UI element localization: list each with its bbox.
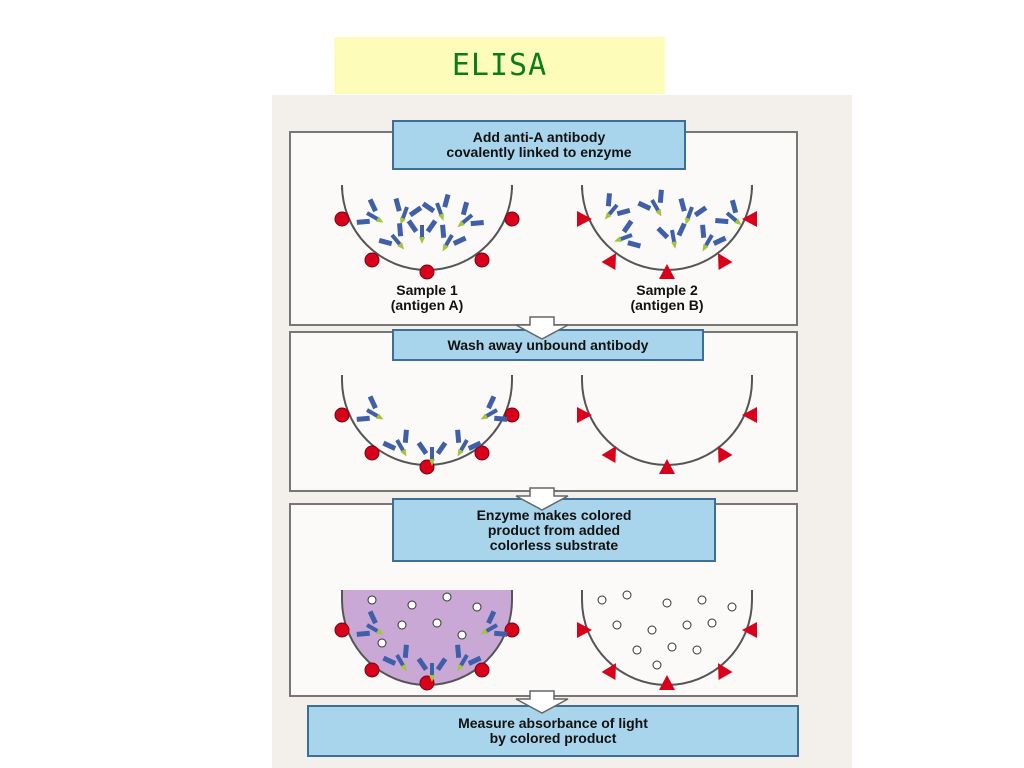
substrate-bubble-icon: [397, 620, 407, 630]
antigen-b-triangle-icon: [601, 253, 616, 271]
antibody-icon: [480, 610, 508, 637]
substrate-bubble-icon: [377, 638, 387, 648]
substrate-bubble-icon: [632, 645, 642, 655]
antigen-a-circle-icon: [334, 211, 350, 227]
antigen-b-triangle-icon: [601, 663, 616, 681]
antibody-icon: [406, 219, 438, 244]
substrate-bubble-icon: [697, 595, 707, 605]
antibody-icon: [416, 657, 448, 682]
antibody-icon: [356, 395, 384, 422]
down-arrow-icon: [515, 690, 569, 714]
step4-line2: by colored product: [489, 730, 617, 746]
antibody-icon: [637, 189, 664, 217]
substrate-bubble-icon: [652, 660, 662, 670]
antigen-a-circle-icon: [334, 622, 350, 638]
antibody-icon: [455, 429, 482, 457]
antibody-icon: [480, 395, 508, 422]
antibody-icon: [614, 219, 642, 249]
antibody-icon: [604, 193, 631, 220]
sample2-label: Sample 2 (antigen B): [602, 283, 732, 313]
step3-line1: Enzyme makes colored: [476, 506, 632, 523]
antigen-b-triangle-icon: [742, 407, 757, 423]
substrate-bubble-icon: [597, 595, 607, 605]
antibody-icon: [382, 644, 409, 672]
sample1-line2: (antigen A): [390, 297, 464, 313]
substrate-bubble-icon: [727, 602, 737, 612]
substrate-bubble-icon: [667, 642, 677, 652]
antigen-b-triangle-icon: [659, 675, 675, 690]
sample1-line1: Sample 1: [396, 282, 458, 298]
antigen-a-circle-icon: [364, 662, 380, 678]
antibody-icon: [416, 441, 448, 466]
antigen-a-circle-icon: [474, 445, 490, 461]
antigen-a-circle-icon: [504, 622, 520, 638]
antigen-a-circle-icon: [334, 407, 350, 423]
antibody-icon: [356, 198, 384, 225]
antigen-b-triangle-icon: [718, 663, 733, 681]
antibody-icon: [356, 610, 384, 637]
substrate-bubble-icon: [612, 620, 622, 630]
antibody-icon: [440, 224, 467, 252]
antigen-b-triangle-icon: [577, 407, 592, 423]
antigen-b-triangle-icon: [742, 622, 757, 638]
diagram-artwork: [334, 184, 757, 714]
substrate-bubble-icon: [432, 618, 442, 628]
antibody-icon: [455, 644, 482, 672]
sample1-label: Sample 1 (antigen A): [362, 283, 492, 313]
down-arrow-icon: [515, 487, 569, 511]
antigen-b-triangle-icon: [659, 459, 675, 474]
substrate-bubble-icon: [457, 630, 467, 640]
antigen-b-triangle-icon: [718, 253, 733, 271]
antibody-icon: [457, 201, 484, 228]
antigen-b-triangle-icon: [718, 446, 733, 464]
antigen-a-circle-icon: [474, 662, 490, 678]
title-banner: ELISA: [334, 37, 665, 94]
step1-line2: covalently linked to enzyme: [446, 144, 632, 160]
substrate-bubble-icon: [682, 620, 692, 630]
substrate-bubble-icon: [662, 598, 672, 608]
step3-line2: product from added: [487, 521, 621, 538]
step1-line1: Add anti-A antibody: [472, 129, 606, 145]
antigen-a-circle-icon: [474, 252, 490, 268]
step4-line1: Measure absorbance of light: [458, 715, 648, 731]
antibody-icon: [656, 222, 687, 249]
antibody-icon: [393, 197, 423, 225]
substrate-bubble-icon: [407, 600, 417, 610]
antibody-icon: [378, 223, 405, 250]
substrate-bubble-icon: [647, 625, 657, 635]
antibody-icon: [715, 199, 742, 226]
sample2-line1: Sample 2: [636, 282, 698, 298]
substrate-bubble-icon: [707, 618, 717, 628]
elisa-diagram: Add anti-A antibody covalently linked to…: [272, 95, 852, 768]
sample2-line2: (antigen B): [630, 297, 704, 313]
antigen-b-triangle-icon: [659, 264, 675, 279]
substrate-bubble-icon: [367, 595, 377, 605]
page-title: ELISA: [451, 48, 548, 83]
antibody-icon: [421, 193, 451, 221]
antigen-a-circle-icon: [364, 252, 380, 268]
substrate-bubble-icon: [472, 602, 482, 612]
antigen-a-circle-icon: [364, 445, 380, 461]
substrate-bubble-icon: [442, 592, 452, 602]
step2-line1: Wash away unbound antibody: [447, 336, 649, 353]
antibody-icon: [382, 429, 409, 457]
antigen-b-triangle-icon: [577, 211, 592, 227]
step3-line3: colorless substrate: [489, 536, 619, 553]
antigen-b-triangle-icon: [577, 622, 592, 638]
antigen-a-circle-icon: [419, 459, 435, 475]
antibody-icon: [700, 224, 727, 252]
step1-box: Add anti-A antibody covalently linked to…: [392, 120, 686, 170]
antigen-b-triangle-icon: [601, 446, 616, 464]
antigen-a-circle-icon: [504, 407, 520, 423]
antigen-b-triangle-icon: [742, 211, 757, 227]
antigen-a-circle-icon: [419, 264, 435, 280]
antibody-icon: [678, 197, 708, 225]
substrate-bubble-icon: [622, 590, 632, 600]
substrate-bubble-icon: [692, 645, 702, 655]
antigen-a-circle-icon: [504, 211, 520, 227]
antigen-a-circle-icon: [419, 675, 435, 691]
down-arrow-icon: [515, 316, 569, 340]
